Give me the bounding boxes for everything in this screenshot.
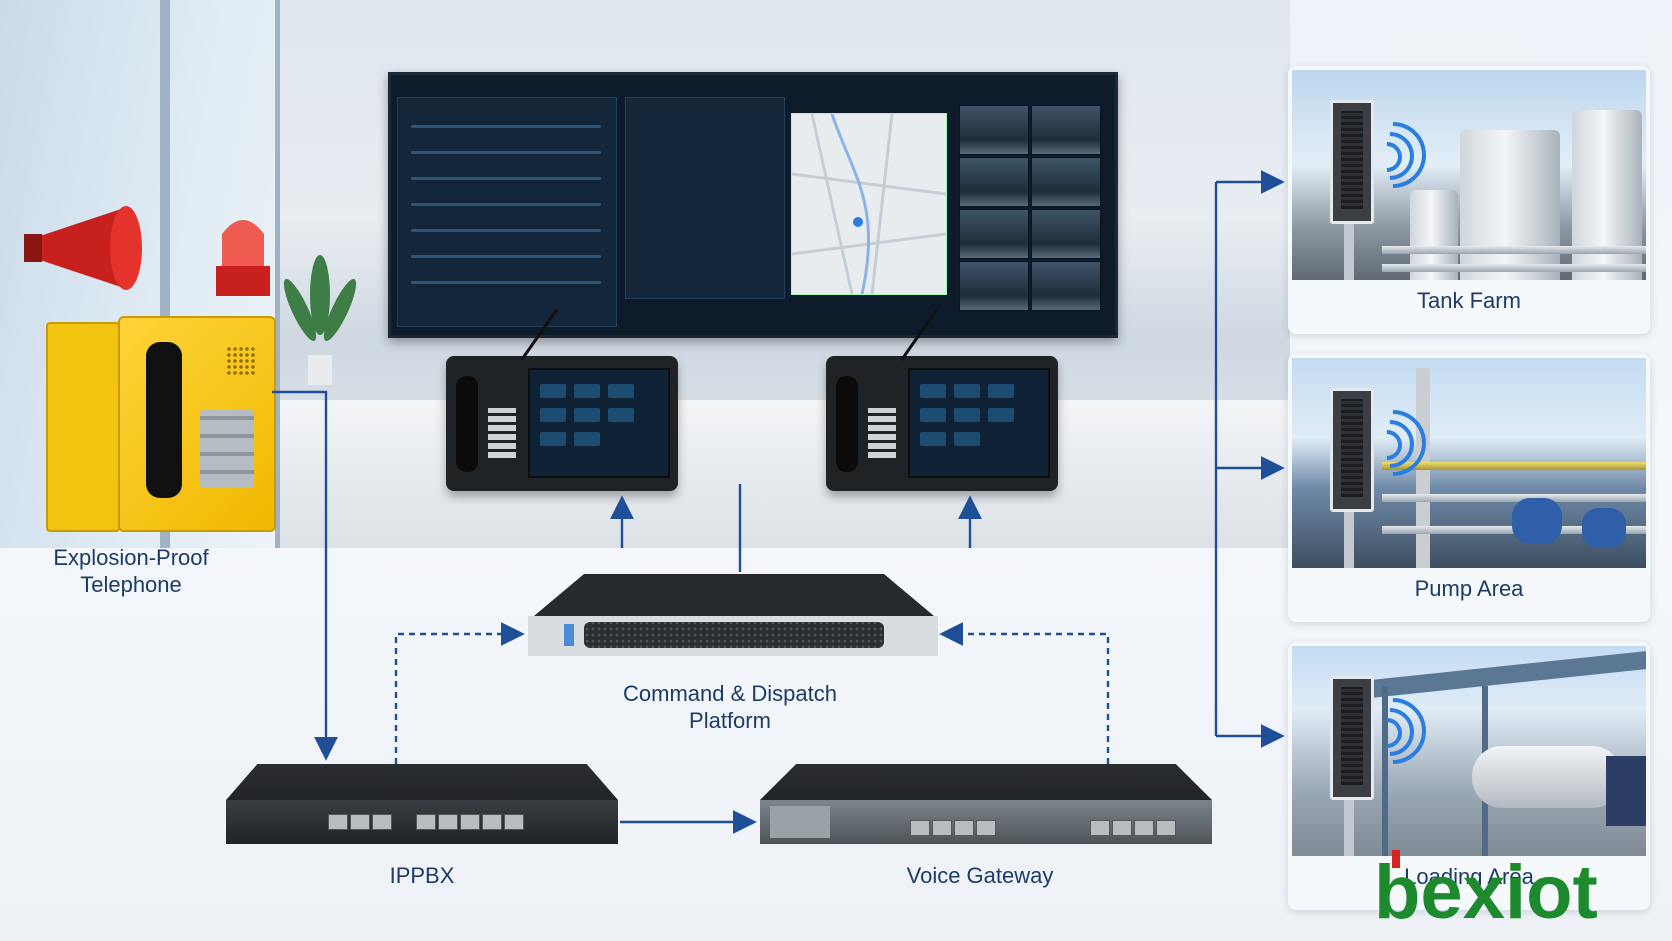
telephone-label: Explosion-Proof Telephone xyxy=(26,544,236,598)
dispatch-console-right xyxy=(826,356,1058,491)
platform-label-line1: Command & Dispatch xyxy=(623,681,837,706)
dispatch-console-left xyxy=(446,356,678,491)
telephone-label-line1: Explosion-Proof xyxy=(53,545,209,570)
warning-beacon-icon xyxy=(216,220,270,296)
dispatch-server xyxy=(524,572,942,664)
map-panel xyxy=(791,113,947,295)
plant-icon xyxy=(283,255,357,385)
gateway-label: Voice Gateway xyxy=(906,863,1054,888)
site-card-tank-farm: Tank Farm xyxy=(1288,66,1650,334)
location-pin-icon xyxy=(853,217,863,227)
loading-area-photo xyxy=(1292,646,1646,856)
keypad-icon xyxy=(200,410,254,488)
arrow-ippbx-to-platform xyxy=(394,622,525,764)
arrow-gateway-to-platform xyxy=(939,622,1110,764)
pa-speaker-icon xyxy=(1330,100,1374,224)
gateway-front-panel xyxy=(760,800,1212,844)
contacts-panel xyxy=(625,97,785,299)
brand-wordmark: bexiot xyxy=(1374,850,1598,930)
handset-icon xyxy=(146,342,182,498)
site-label-pump-area: Pump Area xyxy=(1414,576,1524,601)
pa-speaker-icon xyxy=(1330,388,1374,512)
brand-accent-mark xyxy=(1392,850,1400,868)
site-label-loading-area: Loading Area xyxy=(1404,864,1534,889)
pump-area-photo xyxy=(1292,358,1646,568)
site-card-loading-area: Loading Area xyxy=(1288,642,1650,910)
ippbx-label: IPPBX xyxy=(389,863,455,888)
site-card-pump-area: Pump Area xyxy=(1288,354,1650,622)
explosion-proof-telephone xyxy=(46,316,276,534)
platform-label-line2: Platform xyxy=(689,708,771,733)
telephone-label-line2: Telephone xyxy=(80,572,182,597)
tank-farm-photo xyxy=(1292,70,1646,280)
pa-speaker-icon xyxy=(1330,676,1374,800)
platform-label: Command & Dispatch Platform xyxy=(580,680,880,734)
video-wall-display xyxy=(388,72,1118,338)
bexiot-logo: bexiot xyxy=(1374,850,1598,930)
speaker-grille-icon xyxy=(226,346,256,376)
arrow-telephone-to-ippbx xyxy=(272,390,338,761)
horn-speaker-icon xyxy=(24,206,142,290)
dispatch-list-panel xyxy=(397,97,617,327)
site-label-tank-farm: Tank Farm xyxy=(1417,288,1521,313)
ippbx-front-panel xyxy=(226,800,618,844)
